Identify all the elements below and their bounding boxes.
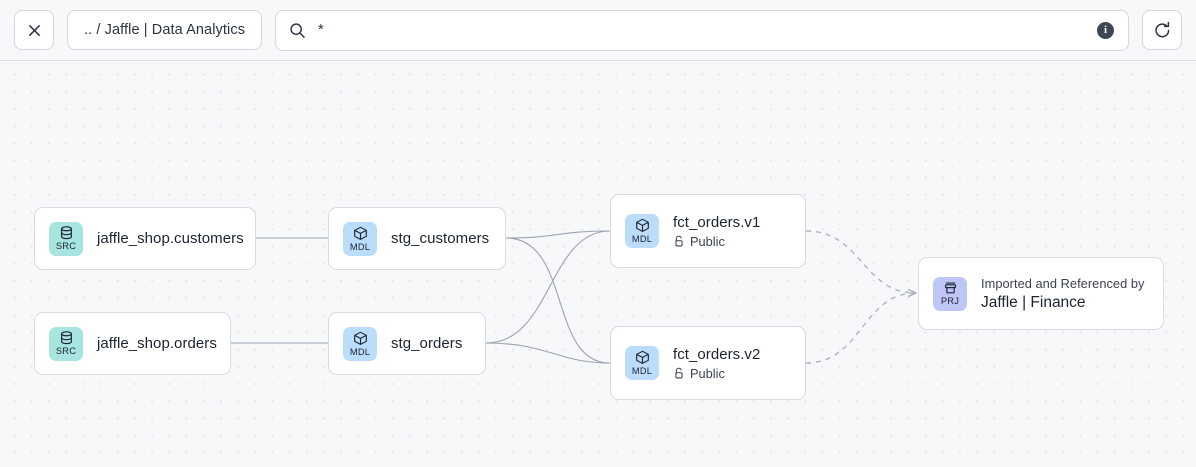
graph-node-src-orders[interactable]: SRC jaffle_shop.orders	[34, 312, 231, 375]
node-body: fct_orders.v2 Public	[659, 346, 776, 381]
refresh-button[interactable]	[1142, 10, 1182, 50]
graph-node-stg-customers[interactable]: MDL stg_customers	[328, 207, 506, 270]
project-box-icon	[944, 282, 956, 294]
badge-label: SRC	[55, 346, 77, 356]
node-body: Imported and Referenced by Jaffle | Fina…	[967, 276, 1161, 312]
node-visibility: Public	[673, 366, 760, 381]
node-title: fct_orders.v2	[673, 345, 761, 363]
close-button[interactable]	[14, 10, 54, 50]
edge-stg-customers-to-fct-v2	[505, 237, 611, 364]
node-title: jaffle_shop.customers	[97, 230, 244, 247]
toolbar: .. / Jaffle | Data Analytics * i	[0, 0, 1196, 61]
badge-label: MDL	[349, 346, 371, 357]
graph-node-project-jaffle-finance[interactable]: PRJ Imported and Referenced by Jaffle | …	[918, 257, 1164, 330]
refresh-icon	[1154, 21, 1169, 37]
database-icon	[60, 226, 72, 240]
cube-icon	[635, 350, 649, 364]
edge-fct-v1-to-project	[805, 230, 916, 293]
badge-prj: PRJ	[933, 276, 967, 311]
search-input[interactable]: * i	[275, 9, 1129, 51]
graph-node-fct-orders-v2[interactable]: MDL fct_orders.v2 Public	[610, 326, 806, 400]
unlock-icon	[675, 367, 683, 378]
badge-label: MDL	[631, 234, 653, 244]
badge-label: MDL	[631, 366, 653, 376]
breadcrumb-label: .. / Jaffle | Data Analytics	[84, 22, 246, 38]
breadcrumb[interactable]: .. / Jaffle | Data Analytics	[67, 10, 263, 50]
cube-icon	[635, 218, 649, 232]
graph-canvas[interactable]: SRC jaffle_shop.customers SRC jaffle_sho…	[0, 61, 1196, 467]
badge-mdl: MDL	[343, 221, 377, 256]
node-title: fct_orders.v1	[673, 213, 761, 231]
graph-node-src-customers[interactable]: SRC jaffle_shop.customers	[34, 207, 256, 270]
badge-src: SRC	[49, 221, 83, 256]
close-icon	[28, 24, 40, 36]
badge-label: SRC	[55, 241, 77, 251]
badge-mdl: MDL	[343, 326, 377, 361]
badge-label: MDL	[349, 241, 371, 252]
node-visibility-label: Public	[690, 365, 725, 381]
node-title: stg_customers	[391, 230, 490, 247]
info-icon[interactable]: i	[1097, 21, 1114, 39]
edge-fct-v2-to-project	[805, 293, 916, 364]
node-body: fct_orders.v1 Public	[659, 214, 776, 249]
badge-mdl: MDL	[625, 214, 659, 248]
unlock-icon	[675, 235, 683, 246]
database-icon	[60, 331, 72, 345]
search-icon	[290, 22, 305, 38]
badge-mdl: MDL	[625, 346, 659, 380]
node-body: jaffle_shop.customers	[83, 230, 255, 247]
cube-icon	[353, 331, 367, 345]
badge-label: PRJ	[940, 296, 960, 306]
node-title: jaffle_shop.orders	[97, 335, 217, 352]
node-body: jaffle_shop.orders	[83, 335, 230, 352]
graph-node-stg-orders[interactable]: MDL stg_orders	[328, 312, 486, 375]
node-title: stg_orders	[391, 335, 463, 352]
badge-src: SRC	[49, 326, 83, 361]
cube-icon	[353, 226, 367, 240]
graph-node-fct-orders-v1[interactable]: MDL fct_orders.v1 Public	[610, 194, 806, 268]
node-body: stg_customers	[377, 230, 505, 247]
edge-stg-customers-to-fct-v1	[505, 230, 611, 239]
search-value: *	[318, 21, 324, 38]
node-kicker: Imported and Referenced by	[981, 275, 1145, 291]
node-visibility-label: Public	[690, 233, 725, 249]
node-visibility: Public	[673, 234, 760, 249]
edge-stg-orders-to-fct-v2	[485, 342, 611, 364]
node-body: stg_orders	[377, 335, 478, 352]
node-title: Jaffle | Finance	[981, 293, 1086, 311]
